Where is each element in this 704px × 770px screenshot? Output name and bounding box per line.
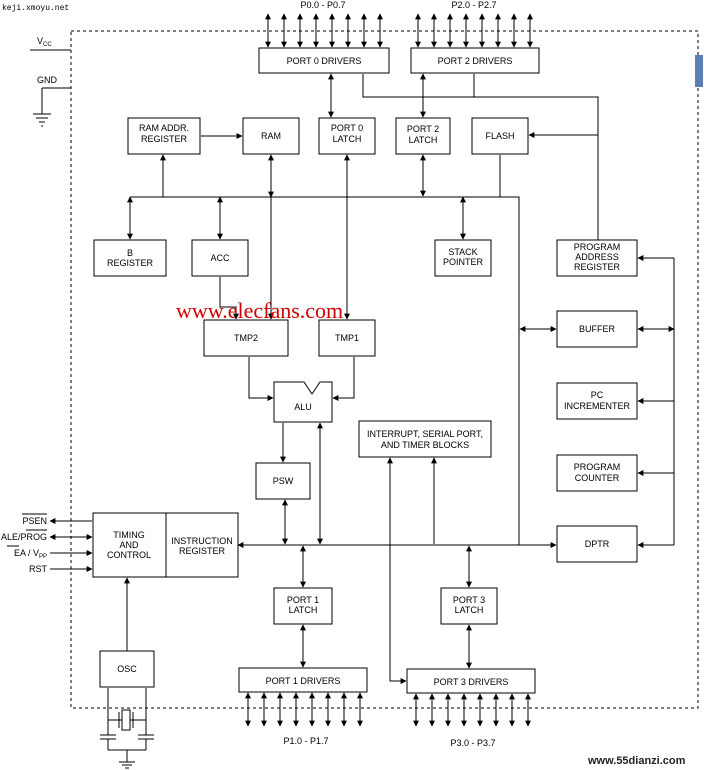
svg-text:LATCH: LATCH — [455, 605, 484, 615]
control-pin-labels: PSEN ALE/PROG EA / VPP RST — [1, 513, 48, 574]
svg-text:INSTRUCTION: INSTRUCTION — [171, 536, 233, 546]
port2-latch-block: PORT 2 LATCH — [395, 117, 451, 155]
port0-latch-block: PORT 0 LATCH — [318, 117, 376, 155]
port-pin-arrows — [245, 13, 533, 727]
tmp1-block: TMP1 — [318, 319, 376, 357]
vcc-pin: VCC — [30, 36, 71, 51]
svg-text:DPTR: DPTR — [585, 539, 610, 549]
acc-block: ACC — [191, 239, 249, 277]
svg-text:INCREMENTER: INCREMENTER — [564, 401, 631, 411]
svg-text:B: B — [127, 248, 133, 258]
svg-text:STACK: STACK — [448, 247, 477, 257]
watermark-text: www.elecfans.com — [176, 298, 343, 323]
program-counter-block: PROGRAM COUNTER — [556, 454, 638, 492]
svg-text:LATCH: LATCH — [333, 134, 362, 144]
psw-block: PSW — [255, 462, 311, 500]
alu-block: ALU — [273, 381, 333, 423]
svg-text:ADDRESS: ADDRESS — [575, 252, 619, 262]
svg-text:PORT 3: PORT 3 — [453, 595, 485, 605]
b-register-block: B REGISTER — [93, 239, 167, 277]
svg-text:AND TIMER BLOCKS: AND TIMER BLOCKS — [381, 440, 469, 450]
svg-text:ACC: ACC — [210, 253, 230, 263]
osc-block: OSC — [99, 650, 155, 688]
port1-drivers-block: PORT 1 DRIVERS — [238, 667, 368, 693]
svg-text:PORT 0: PORT 0 — [331, 123, 363, 133]
svg-text:PORT 1 DRIVERS: PORT 1 DRIVERS — [266, 676, 341, 686]
ram-block: RAM — [242, 117, 300, 155]
corner-watermark: www.55dianzi.com — [587, 755, 686, 767]
svg-text:P2.0 - P2.7: P2.0 - P2.7 — [451, 0, 496, 10]
svg-text:BUFFER: BUFFER — [579, 324, 616, 334]
program-address-register-block: PROGRAM ADDRESS REGISTER — [556, 239, 638, 277]
side-scrollbar — [695, 55, 703, 87]
ale-prog-label: ALE/PROG — [1, 532, 47, 542]
port0-drivers-block: PORT 0 DRIVERS — [258, 47, 390, 74]
tmp2-block: TMP2 — [203, 319, 289, 357]
svg-text:ALU: ALU — [294, 402, 312, 412]
svg-text:RAM ADDR.: RAM ADDR. — [139, 123, 189, 133]
svg-text:PORT 1: PORT 1 — [287, 595, 319, 605]
port1-pins: P1.0 - P1.7 — [283, 736, 328, 746]
port3-latch-block: PORT 3 LATCH — [440, 587, 498, 625]
svg-text:FLASH: FLASH — [485, 131, 514, 141]
source-url: keji.xmoyu.net — [2, 4, 69, 13]
svg-text:PORT 0 DRIVERS: PORT 0 DRIVERS — [287, 56, 362, 66]
svg-text:PSW: PSW — [273, 476, 294, 486]
port1-latch-block: PORT 1 LATCH — [273, 587, 333, 625]
svg-text:REGISTER: REGISTER — [107, 258, 154, 268]
ea-vpp-label: EA / VPP — [14, 548, 47, 560]
svg-text:P0.0 - P0.7: P0.0 - P0.7 — [300, 0, 345, 10]
ram-addr-register-block: RAM ADDR. REGISTER — [127, 117, 201, 155]
port2-pins: P2.0 - P2.7 — [451, 0, 496, 10]
dptr-block: DPTR — [556, 525, 638, 563]
port2-drivers-block: PORT 2 DRIVERS — [410, 47, 540, 74]
svg-text:PORT 2: PORT 2 — [407, 124, 439, 134]
timing-control-block: TIMING AND CONTROL — [92, 512, 239, 578]
port3-drivers-block: PORT 3 DRIVERS — [406, 668, 536, 694]
chip-boundary — [70, 30, 699, 709]
gnd-pin: GND — [33, 75, 71, 127]
svg-text:PROGRAM: PROGRAM — [574, 242, 621, 252]
port0-pins: P0.0 - P0.7 — [300, 0, 345, 10]
svg-text:TMP1: TMP1 — [335, 333, 359, 343]
svg-text:OSC: OSC — [117, 664, 137, 674]
svg-text:CONTROL: CONTROL — [107, 550, 151, 560]
svg-text:LATCH: LATCH — [289, 605, 318, 615]
svg-text:INTERRUPT, SERIAL PORT,: INTERRUPT, SERIAL PORT, — [367, 429, 483, 439]
flash-block: FLASH — [471, 117, 529, 155]
svg-text:REGISTER: REGISTER — [179, 546, 226, 556]
port3-pins: P3.0 - P3.7 — [450, 738, 495, 748]
svg-text:TIMING: TIMING — [113, 530, 145, 540]
rst-label: RST — [29, 564, 48, 574]
svg-text:LATCH: LATCH — [409, 135, 438, 145]
buffer-block: BUFFER — [556, 310, 638, 348]
pc-incrementer-block: PC INCREMENTER — [556, 382, 638, 420]
stack-pointer-block: STACK POINTER — [434, 239, 492, 277]
psen-label: PSEN — [22, 516, 47, 526]
svg-text:PORT 3 DRIVERS: PORT 3 DRIVERS — [434, 677, 509, 687]
svg-text:AND: AND — [119, 540, 139, 550]
svg-text:GND: GND — [37, 75, 58, 85]
svg-text:RAM: RAM — [261, 131, 281, 141]
svg-text:VCC: VCC — [37, 36, 52, 48]
svg-text:COUNTER: COUNTER — [575, 473, 620, 483]
interrupt-serial-timer-block: INTERRUPT, SERIAL PORT, AND TIMER BLOCKS — [358, 420, 492, 458]
svg-text:PROGRAM: PROGRAM — [574, 462, 621, 472]
connections — [49, 73, 675, 769]
svg-text:REGISTER: REGISTER — [141, 134, 188, 144]
svg-text:PC: PC — [591, 390, 604, 400]
instruction-register-block: INSTRUCTION REGISTER — [171, 536, 233, 556]
svg-text:PORT 2 DRIVERS: PORT 2 DRIVERS — [438, 56, 513, 66]
svg-text:REGISTER: REGISTER — [574, 262, 621, 272]
svg-text:TMP2: TMP2 — [234, 333, 258, 343]
svg-text:POINTER: POINTER — [443, 257, 484, 267]
